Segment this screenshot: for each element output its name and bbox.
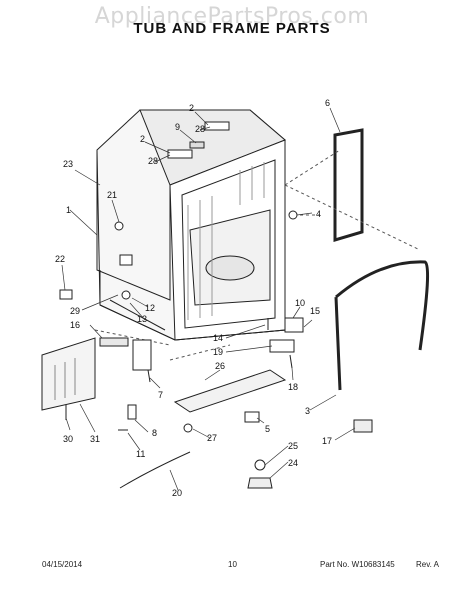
- callout-2: 2: [189, 103, 194, 113]
- hinge-top-right: [204, 121, 230, 131]
- callout-5: 5: [265, 424, 270, 434]
- sensor-5: [244, 411, 260, 423]
- callout-31: 31: [90, 434, 100, 444]
- callout-28: 28: [195, 124, 205, 134]
- screw-18: [289, 354, 293, 369]
- screw-4: [288, 210, 298, 220]
- callout-23: 23: [63, 159, 73, 169]
- callout-2: 2: [140, 134, 145, 144]
- screw-7: [147, 369, 151, 383]
- wire-20: [119, 451, 191, 489]
- callout-16: 16: [70, 320, 80, 330]
- callout-22: 22: [55, 254, 65, 264]
- bracket-7: [132, 339, 152, 371]
- tub-assembly: [96, 109, 286, 341]
- footer-part-no: Part No. W10683145: [320, 560, 395, 569]
- footer-rev: Rev. A: [416, 560, 439, 569]
- callout-1: 1: [66, 205, 71, 215]
- callout-6: 6: [325, 98, 330, 108]
- tub-gasket: [334, 260, 430, 391]
- callout-28: 28: [148, 156, 158, 166]
- hinge-top-left: [167, 149, 193, 159]
- bracket-19: [269, 339, 295, 353]
- footer-page: 10: [228, 560, 237, 569]
- footer-date: 04/15/2014: [42, 560, 83, 569]
- bracket-10: [284, 317, 304, 333]
- clip-8: [127, 404, 137, 420]
- side-panel: [41, 337, 96, 411]
- callout-19: 19: [213, 347, 223, 357]
- callout-24: 24: [288, 458, 298, 468]
- callout-9: 9: [175, 122, 180, 132]
- watermark: AppliancePartsPros.com: [94, 4, 370, 29]
- callout-30: 30: [63, 434, 73, 444]
- bracket-26: [173, 369, 287, 413]
- callout-13: 13: [137, 314, 147, 324]
- foot-25: [254, 459, 266, 471]
- callout-10: 10: [295, 298, 305, 308]
- callout-17: 17: [322, 436, 332, 446]
- plug-21: [114, 221, 124, 231]
- nut-12: [121, 290, 131, 300]
- callout-18: 18: [288, 382, 298, 392]
- heater-16: [99, 337, 129, 347]
- callout-21: 21: [107, 190, 117, 200]
- callout-29: 29: [70, 306, 80, 316]
- callout-14: 14: [213, 333, 223, 343]
- callout-26: 26: [215, 361, 225, 371]
- door-seal: [333, 128, 364, 243]
- callout-4: 4: [316, 209, 321, 219]
- vent-9: [189, 141, 205, 149]
- cap-22: [59, 289, 73, 300]
- callout-7: 7: [158, 390, 163, 400]
- valve-17: [353, 419, 373, 433]
- callout-11: 11: [136, 449, 145, 459]
- callout-12: 12: [145, 303, 155, 313]
- callout-8: 8: [152, 428, 157, 438]
- callout-3: 3: [305, 406, 310, 416]
- callout-25: 25: [288, 441, 298, 451]
- clip-27: [183, 423, 193, 433]
- leveler-24: [247, 477, 273, 489]
- callout-15: 15: [310, 306, 320, 316]
- page-title: TUB AND FRAME PARTS: [133, 20, 331, 37]
- callout-27: 27: [207, 433, 217, 443]
- callout-20: 20: [172, 488, 182, 498]
